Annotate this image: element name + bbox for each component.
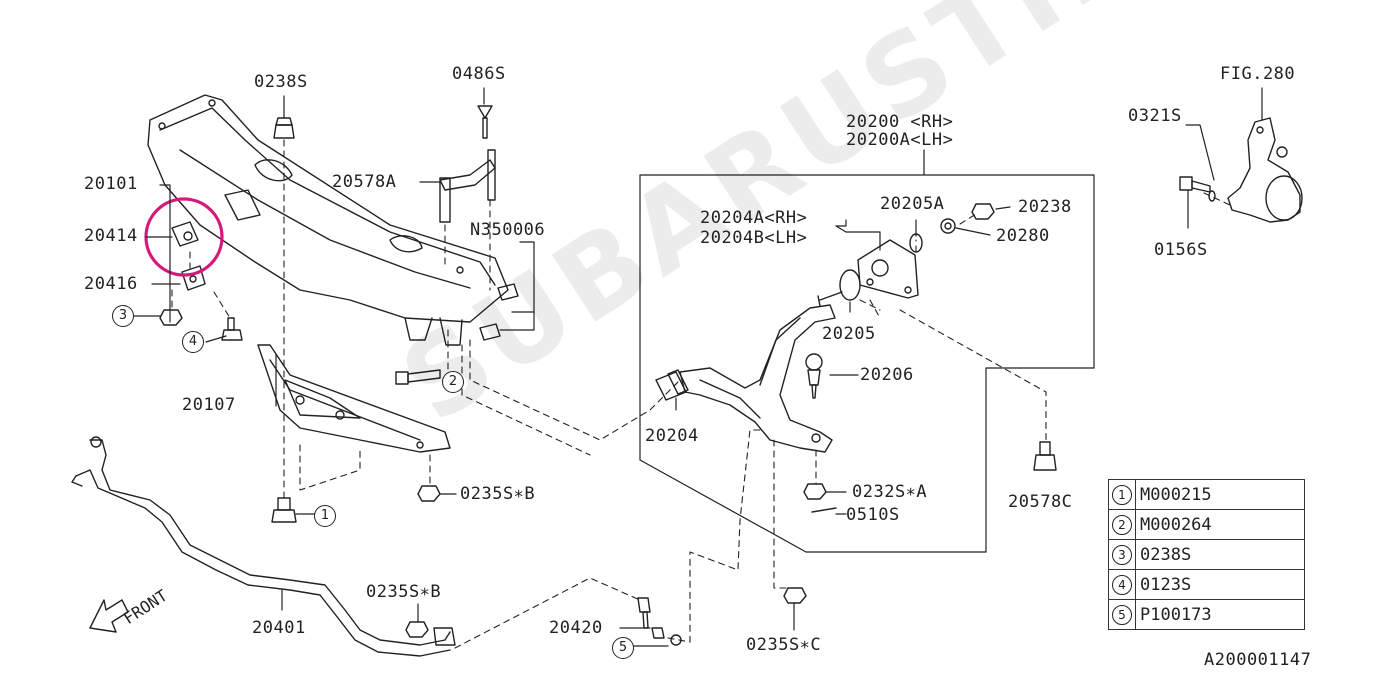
legend-code: P100173 <box>1135 599 1305 630</box>
ball-joint-20206 <box>805 353 823 399</box>
ref-circle-2: 2 <box>442 371 464 393</box>
ref-circle-3: 3 <box>112 305 134 327</box>
label-20280: 20280 <box>996 226 1050 246</box>
label-20401: 20401 <box>252 618 306 638</box>
legend-code: M000215 <box>1135 479 1305 510</box>
label-fig280: FIG.280 <box>1220 64 1296 84</box>
label-20204: 20204 <box>645 426 699 446</box>
label-0232sa: 0232S∗A <box>852 482 928 502</box>
drawing-id: A200001147 <box>1204 650 1312 670</box>
label-0238s: 0238S <box>254 72 308 92</box>
ref-circle-4: 4 <box>182 331 204 353</box>
label-20420: 20420 <box>549 618 603 638</box>
legend-num-cell: 2 <box>1108 509 1136 540</box>
ref-circle-1: 1 <box>314 505 336 527</box>
legend-num-cell: 1 <box>1108 479 1136 510</box>
label-20107: 20107 <box>182 395 236 415</box>
label-20238: 20238 <box>1018 197 1072 217</box>
legend-circle: 2 <box>1112 515 1132 535</box>
label-20578a: 20578A <box>332 172 397 192</box>
lower-arm-20200 <box>679 304 836 453</box>
legend-code: M000264 <box>1135 509 1305 540</box>
nut-ref-3 <box>159 309 183 326</box>
legend-circle: 5 <box>1112 605 1132 625</box>
legend-code: 0238S <box>1135 539 1305 570</box>
ref-circle-5: 5 <box>612 637 634 659</box>
brace-20107 <box>257 344 451 453</box>
stabilizer-20401 <box>71 436 451 657</box>
bushing-20205 <box>817 269 861 307</box>
label-20200: 20200 <RH> <box>846 112 954 132</box>
label-0156s: 0156S <box>1154 240 1208 260</box>
label-0510s: 0510S <box>846 505 900 525</box>
label-20205: 20205 <box>822 324 876 344</box>
label-20200a: 20200A<LH> <box>846 130 954 150</box>
legend-circle: 4 <box>1112 575 1132 595</box>
legend-num-cell: 4 <box>1108 569 1136 600</box>
label-20101: 20101 <box>84 174 138 194</box>
knuckle-fig280 <box>1227 117 1303 223</box>
label-0235sb-bot: 0235S∗B <box>366 582 442 602</box>
front-arrow <box>89 599 129 633</box>
label-0486s: 0486S <box>452 64 506 84</box>
label-0321s: 0321S <box>1128 106 1182 126</box>
legend-code: 0123S <box>1135 569 1305 600</box>
label-20205a: 20205A <box>880 194 945 214</box>
label-20204b: 20204B<LH> <box>700 228 808 248</box>
legend-num-cell: 3 <box>1108 539 1136 570</box>
crossmember-20101 <box>147 94 509 346</box>
legend-num-cell: 5 <box>1108 599 1136 630</box>
label-20414: 20414 <box>84 226 138 246</box>
legend-circle: 3 <box>1112 545 1132 565</box>
label-20578c: 20578C <box>1008 492 1073 512</box>
label-0235sb-mid: 0235S∗B <box>460 484 536 504</box>
legend-circle: 1 <box>1112 485 1132 505</box>
bushing-20414 <box>171 221 206 291</box>
label-n350006: N350006 <box>470 220 546 240</box>
label-20416: 20416 <box>84 274 138 294</box>
label-20206: 20206 <box>860 365 914 385</box>
label-20204a: 20204A<RH> <box>700 208 808 228</box>
label-0235sc: 0235S∗C <box>746 635 822 655</box>
